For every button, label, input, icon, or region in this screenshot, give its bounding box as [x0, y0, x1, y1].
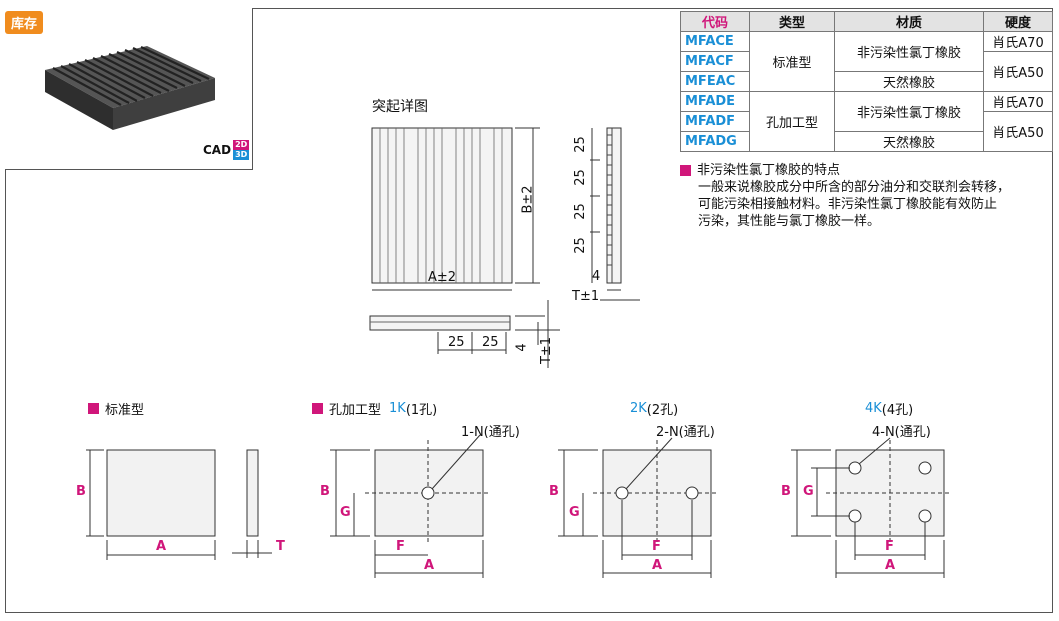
k2-code: 2K	[630, 401, 647, 416]
pitch-label: 25	[572, 169, 588, 186]
bullet-square-icon	[88, 403, 99, 414]
code-cell: MFACF	[680, 51, 750, 72]
bullet-square-icon	[312, 403, 323, 414]
dim-f: F	[885, 539, 894, 554]
dim-a: A	[652, 558, 663, 573]
section-hole: 孔加工型 1K(1孔)	[312, 399, 437, 418]
dim-g: G	[340, 505, 351, 520]
dim-f: F	[652, 539, 661, 554]
dim-a: A	[885, 558, 896, 573]
feature-line: 污染，其性能与氯丁橡胶一样。	[698, 214, 881, 229]
section-standard-label: 标准型	[105, 403, 145, 418]
dim-a: A	[156, 539, 167, 554]
spec-table: 代码 类型 材质 硬度 MFACE 标准型 非污染性氯丁橡胶 肖氏A70 MFA…	[680, 11, 1053, 152]
feature-note: 非污染性氯丁橡胶的特点 一般来说橡胶成分中所含的部分油分和交联剂会转移， 可能污…	[680, 162, 1010, 230]
material-cell-natural: 天然橡胶	[834, 71, 984, 92]
dim-b: B	[781, 484, 791, 499]
dim-b: B	[549, 484, 559, 499]
header-material: 材质	[834, 11, 984, 32]
k4-code: 4K	[865, 401, 882, 416]
section-4k: 4K(4孔)	[865, 399, 913, 418]
header-hardness: 硬度	[983, 11, 1053, 32]
detail-title: 突起详图	[372, 99, 428, 115]
height-label: 4	[514, 343, 530, 352]
section-hole-label: 孔加工型	[329, 403, 382, 418]
k1-code: 1K	[389, 401, 406, 416]
dim-a: A	[424, 558, 435, 573]
pitch-label: 25	[572, 237, 588, 254]
dim-b-label: B±2	[520, 185, 536, 214]
dim-f: F	[396, 539, 405, 554]
n4-label: 4-N(通孔)	[872, 425, 931, 440]
height-label: 4	[592, 269, 601, 284]
section-standard: 标准型	[88, 399, 144, 418]
header-type: 类型	[749, 11, 835, 32]
feature-line: 可能污染相接触材料。非污染性氯丁橡胶能有效防止	[698, 197, 998, 212]
type-cell-hole: 孔加工型	[749, 91, 835, 152]
product-thumbnail	[5, 8, 253, 170]
k1-note: (1孔)	[405, 403, 438, 418]
pitch-label: 25	[482, 335, 499, 350]
feature-title: 非污染性氯丁橡胶的特点	[697, 163, 841, 178]
n1-label: 1-N(通孔)	[461, 425, 520, 440]
code-cell: MFADF	[680, 111, 750, 132]
t-label: T±1	[539, 336, 555, 365]
cad-label: CAD	[203, 143, 232, 157]
hardness-cell-a50: 肖氏A50	[983, 51, 1053, 92]
bullet-square-icon	[680, 165, 691, 176]
n2-label: 2-N(通孔)	[656, 425, 715, 440]
feature-line: 一般来说橡胶成分中所含的部分油分和交联剂会转移，	[698, 180, 1011, 195]
hardness-cell-a70: 肖氏A70	[983, 31, 1053, 52]
drawing-frame	[5, 8, 1053, 613]
dim-a-label: A±2	[428, 270, 457, 285]
cad-2d-badge[interactable]: 2D	[233, 140, 250, 150]
pitch-label: 25	[572, 203, 588, 220]
pitch-label: 25	[448, 335, 465, 350]
dim-g: G	[569, 505, 580, 520]
dim-t: T	[276, 539, 285, 554]
dim-g: G	[803, 484, 814, 499]
hardness-cell-a50: 肖氏A50	[983, 111, 1053, 152]
pitch-label: 25	[572, 136, 588, 153]
dim-b: B	[320, 484, 330, 499]
k4-note: (4孔)	[881, 403, 914, 418]
type-cell-standard: 标准型	[749, 31, 835, 92]
stock-badge: 库存	[5, 11, 44, 34]
t-label: T±1	[572, 289, 600, 304]
code-cell: MFADG	[680, 131, 750, 152]
material-cell-nonstain: 非污染性氯丁橡胶	[834, 91, 984, 132]
cad-badge[interactable]: CAD 2D 3D	[203, 140, 250, 160]
rubber-pad-image	[45, 46, 215, 130]
cad-3d-badge[interactable]: 3D	[233, 150, 250, 160]
k2-note: (2孔)	[646, 403, 679, 418]
material-cell-nonstain: 非污染性氯丁橡胶	[834, 31, 984, 72]
dim-b: B	[76, 484, 86, 499]
material-cell-natural: 天然橡胶	[834, 131, 984, 152]
code-cell: MFADE	[680, 91, 750, 112]
section-2k: 2K(2孔)	[630, 399, 678, 418]
code-cell: MFACE	[680, 31, 750, 52]
